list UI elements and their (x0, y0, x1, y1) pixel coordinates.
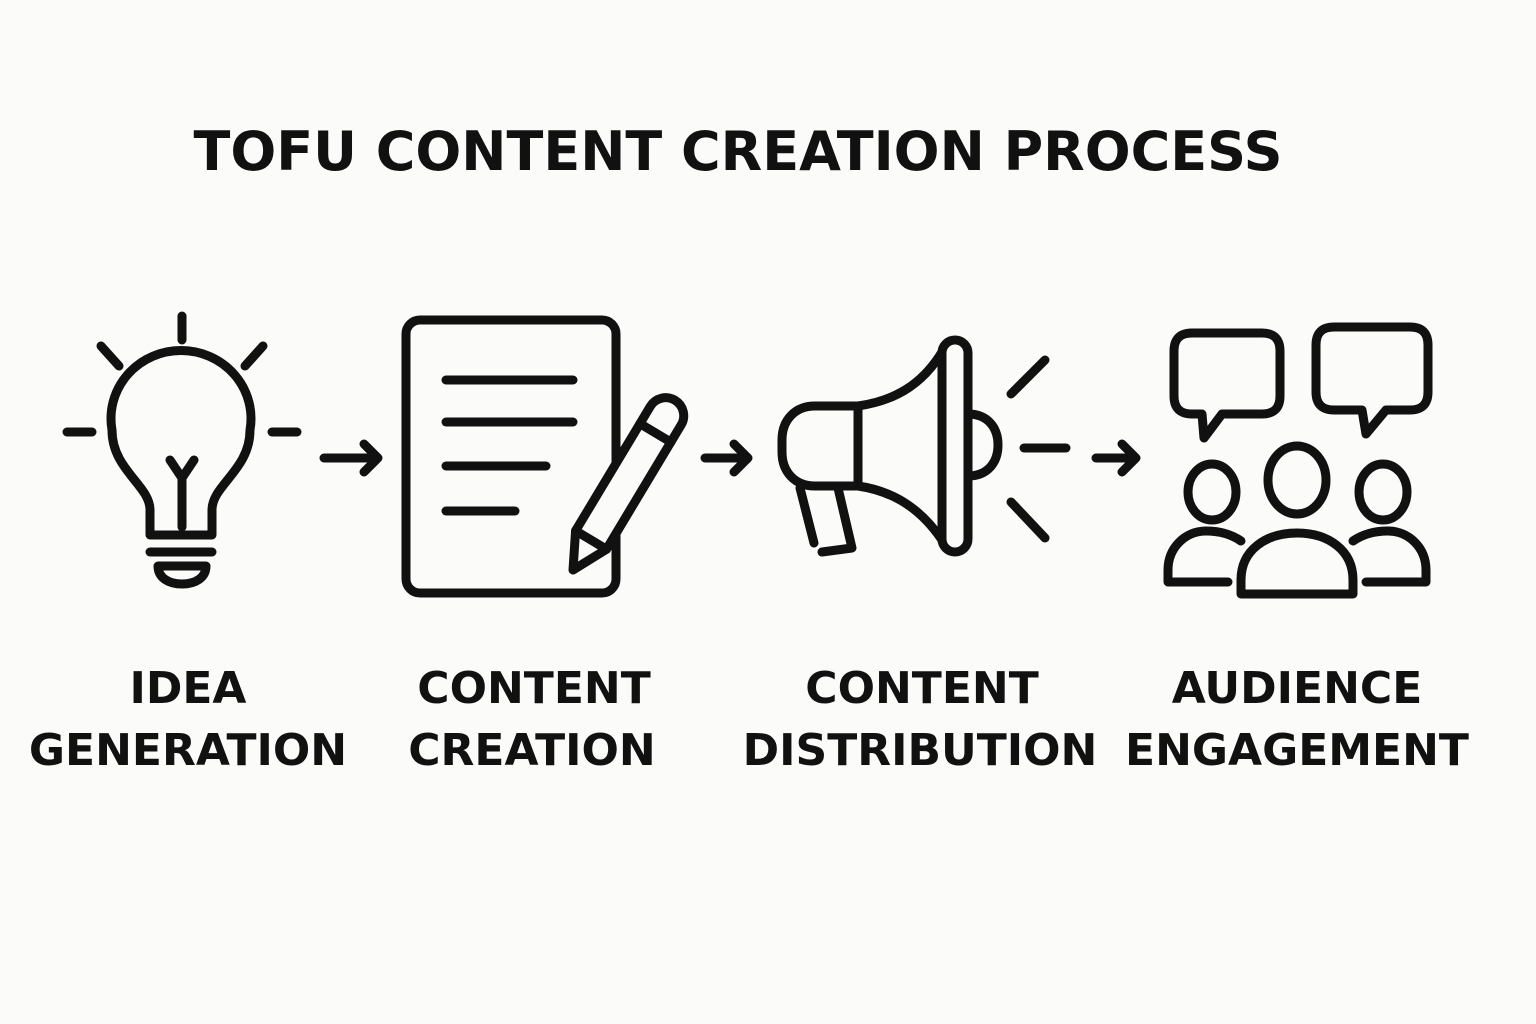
arrow-icon (700, 439, 753, 477)
chat-bubble-icon (1169, 328, 1285, 443)
audience-chat-icon (1163, 322, 1433, 599)
step-label-line1: IDEA (129, 663, 246, 714)
step-label-line2: GENERATION (29, 725, 347, 776)
document-pencil-icon (401, 315, 689, 598)
step-label-line2: ENGAGEMENT (1125, 725, 1469, 776)
pencil-icon (568, 393, 689, 575)
arrow-icon (319, 439, 383, 477)
step-label-line1: AUDIENCE (1172, 663, 1423, 714)
page-title: TOFU CONTENT CREATION PROCESS (193, 120, 1282, 183)
step-label-line1: CONTENT (417, 663, 650, 714)
lightbulb-icon (62, 311, 302, 589)
step-label-line1: CONTENT (805, 663, 1038, 714)
step-label-line2: DISTRIBUTION (743, 725, 1098, 776)
megaphone-icon (777, 335, 1071, 557)
step-label-line2: CREATION (408, 725, 655, 776)
arrow-icon (1091, 439, 1141, 477)
chat-bubble-icon (1311, 322, 1433, 439)
